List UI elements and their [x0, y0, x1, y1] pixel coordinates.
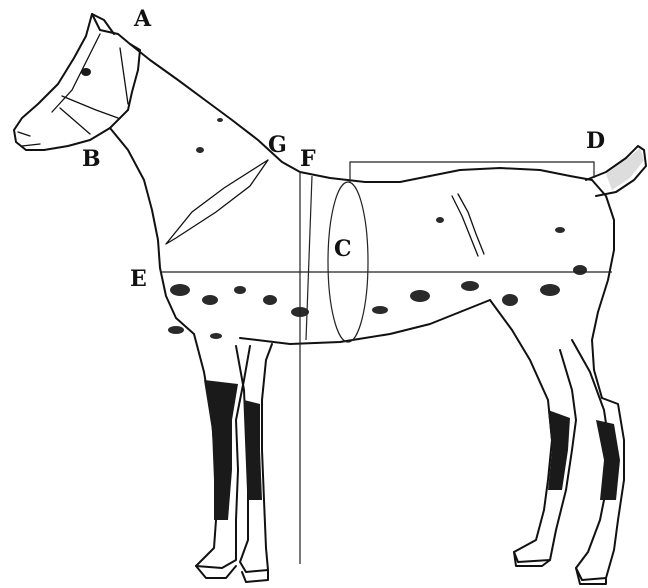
horse-flank-marking [452, 194, 484, 256]
label-e: E [130, 266, 147, 292]
horse-head-outline [92, 14, 592, 182]
horse-throat-chest-outline [110, 128, 194, 334]
horse-front-leg-shade [204, 380, 238, 520]
horse-hoof-3 [514, 552, 550, 566]
label-b: B [82, 146, 101, 172]
horse-mouth [18, 132, 40, 146]
horse-face-outline [14, 14, 140, 150]
girth-ellipse-c [328, 182, 368, 342]
horse-dapples [168, 118, 587, 339]
back-length-bracket [350, 162, 594, 182]
horse-hind-leg-shade-2 [596, 420, 620, 500]
horse-hindquarter-outline [592, 180, 614, 398]
label-g: G [268, 132, 287, 158]
horse-shoulder-lines [166, 160, 268, 244]
horse-bridle [52, 34, 128, 134]
height-line-f-top [306, 176, 312, 340]
point-labels: A B C D E F G [82, 6, 605, 292]
label-f: F [300, 146, 316, 172]
horse-front-leg-shade-2 [244, 400, 262, 500]
label-a: A [133, 6, 152, 32]
label-c: C [334, 236, 352, 262]
label-d: D [586, 128, 605, 154]
